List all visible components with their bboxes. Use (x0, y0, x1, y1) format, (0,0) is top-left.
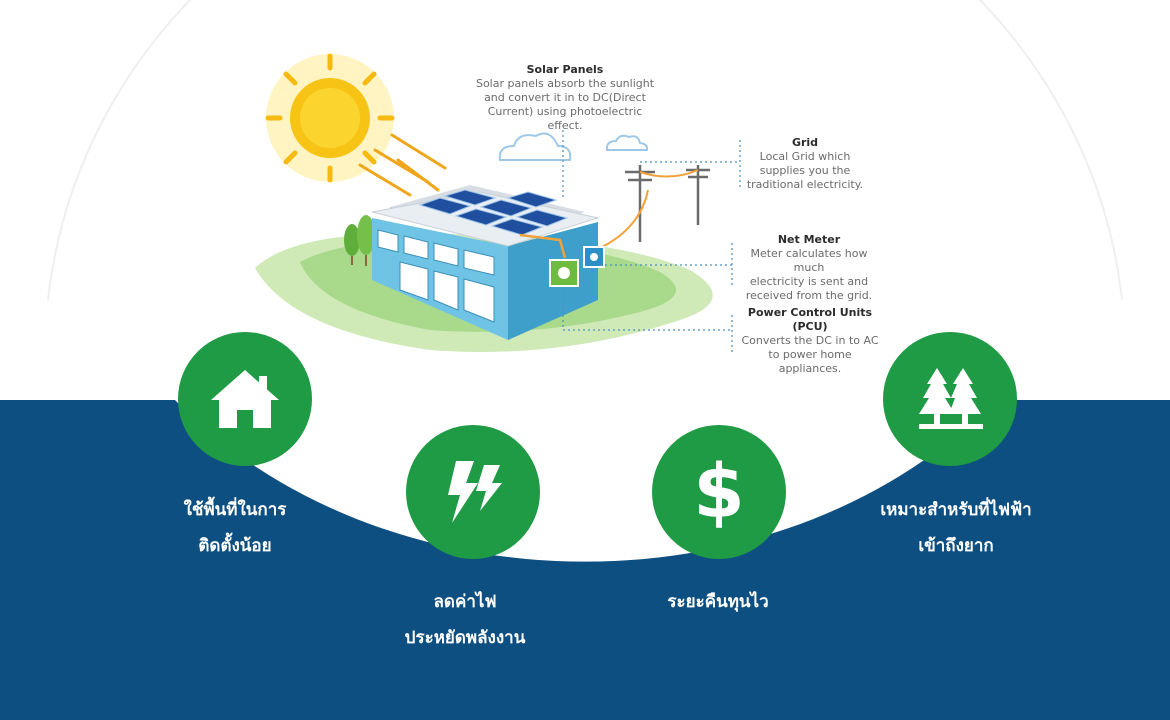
cloud-icon (498, 132, 649, 161)
house-icon (211, 370, 279, 428)
feature-line-2: ติดตั้งน้อย (198, 536, 272, 556)
sun-rays (358, 133, 447, 197)
feature-circle-house (178, 332, 312, 466)
lightning-icon (448, 461, 502, 523)
feature-circle-dollar: $ (652, 425, 786, 559)
callout-solar-panels: Solar Panels Solar panels absorb the sun… (470, 63, 660, 133)
sun-icon (265, 53, 395, 183)
feature-line-1: ลดค่าไฟ (433, 592, 497, 612)
callout-title: Power Control Units (PCU) (747, 306, 873, 333)
callout-title: Solar Panels (526, 63, 604, 76)
circle-edge (47, 0, 1123, 301)
building (371, 185, 605, 340)
feature-label-remote: เหมาะสำหรับที่ไฟฟ้า เข้าถึงยาก (846, 492, 1066, 564)
feature-line-1: ใช้พื้นที่ในการ (183, 500, 287, 520)
feature-label-payback: ระยะคืนทุนไว (608, 584, 828, 620)
feature-line-2: ประหยัดพลังงาน (404, 628, 526, 648)
leader-lines (562, 125, 741, 352)
callout-desc: Meter calculates how much electricity is… (745, 247, 873, 302)
feature-circle-lightning (406, 425, 540, 559)
feature-line-2: เข้าถึงยาก (918, 536, 994, 556)
feature-line-1: เหมาะสำหรับที่ไฟฟ้า (880, 500, 1032, 520)
left-trees (344, 215, 375, 266)
callout-pcu: Power Control Units (PCU) Converts the D… (735, 306, 885, 376)
dollar-icon: $ (693, 449, 745, 535)
callout-desc: Solar panels absorb the sunlight and con… (475, 77, 655, 132)
feature-circle-trees (883, 332, 1017, 466)
trees-icon (919, 368, 983, 429)
callout-net-meter: Net Meter Meter calculates how much elec… (734, 233, 884, 303)
feature-line-1: ระยะคืนทุนไว (667, 592, 769, 612)
feature-label-energy: ลดค่าไฟ ประหยัดพลังงาน (355, 584, 575, 656)
callout-title: Net Meter (777, 233, 841, 246)
power-poles (625, 165, 710, 242)
power-wire (595, 169, 699, 251)
callout-title: Grid (791, 136, 819, 149)
callout-desc: Converts the DC in to AC to power home a… (741, 334, 879, 375)
callout-grid: Grid Local Grid which supplies you the t… (745, 136, 865, 192)
callout-desc: Local Grid which supplies you the tradit… (746, 150, 864, 191)
navy-band (0, 400, 1170, 720)
feature-label-space: ใช้พื้นที่ในการ ติดตั้งน้อย (125, 492, 345, 564)
